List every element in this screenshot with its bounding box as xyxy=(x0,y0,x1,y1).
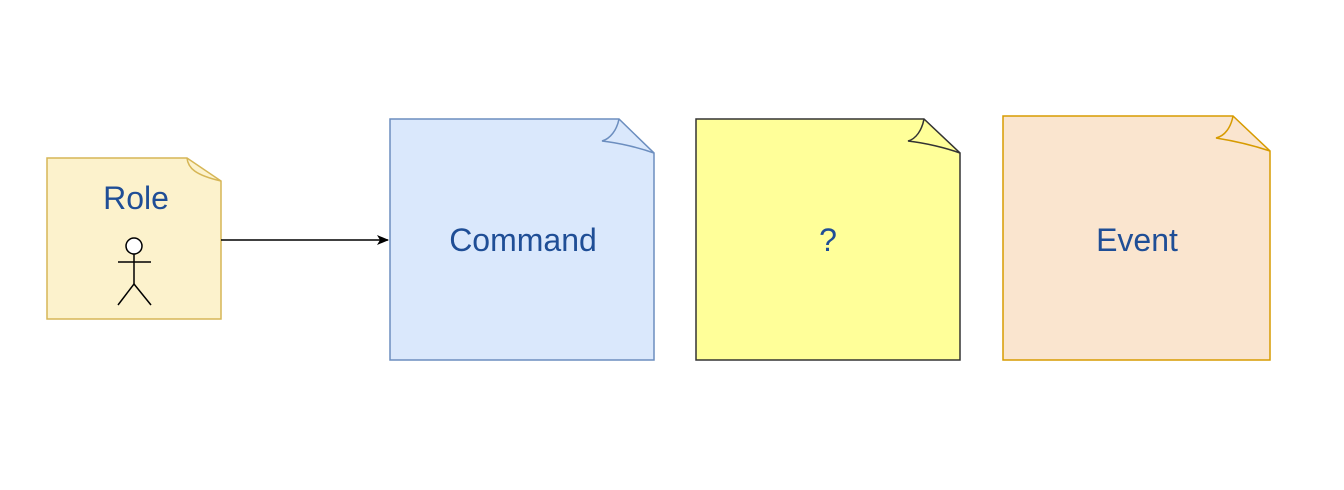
actor-icon xyxy=(117,237,152,306)
command-note-shape xyxy=(389,118,655,361)
command-note-fold xyxy=(601,118,655,154)
role-label: Role xyxy=(103,180,169,216)
unknown-note-shape xyxy=(695,118,961,361)
role-note[interactable]: Role xyxy=(46,157,222,320)
event-note-fold xyxy=(1215,115,1271,152)
command-label: Command xyxy=(449,222,597,258)
command-note[interactable]: Command xyxy=(389,118,655,361)
unknown-note-fold xyxy=(907,118,961,154)
role-note-fold xyxy=(186,157,222,182)
unknown-label: ? xyxy=(819,222,837,258)
event-note[interactable]: Event xyxy=(1002,115,1271,361)
event-label: Event xyxy=(1096,222,1178,258)
unknown-note[interactable]: ? xyxy=(695,118,961,361)
event-note-shape xyxy=(1002,115,1271,361)
